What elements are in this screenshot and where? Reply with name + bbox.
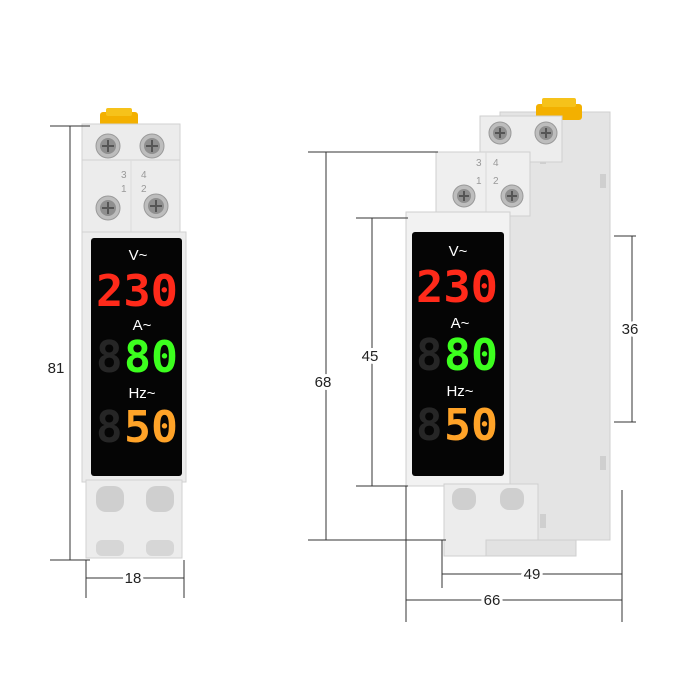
frequency-readout: 50	[124, 402, 178, 453]
terminal-number: 1	[121, 184, 127, 195]
terminal-number: 4	[141, 170, 147, 181]
unlit-digit: 8	[416, 400, 443, 451]
side-body-depth-label: 49	[524, 566, 541, 583]
voltage-readout: 230	[416, 262, 498, 313]
front-width-label: 18	[125, 570, 142, 587]
current-label: A~	[133, 317, 152, 334]
front-height-dimension	[50, 125, 90, 561]
current-readout: 80	[124, 332, 178, 383]
terminal-opening	[452, 488, 476, 510]
terminal-screw	[143, 193, 169, 219]
terminal-number: 3	[476, 158, 482, 169]
voltage-label: V~	[449, 243, 468, 260]
terminal-number: 2	[493, 176, 499, 187]
voltage-label: V~	[129, 247, 148, 264]
frequency-readout: 50	[444, 400, 498, 451]
terminal-screw	[139, 133, 165, 159]
side-display-height-label: 45	[362, 348, 379, 365]
terminal-opening	[96, 486, 124, 512]
side-display-height-dimension	[356, 217, 408, 487]
rail-notch	[600, 456, 606, 470]
din-clip-top	[106, 108, 132, 116]
terminal-screw	[95, 195, 121, 221]
upper-terminal-block	[435, 151, 531, 217]
terminal-screw	[488, 121, 512, 145]
current-readout: 80	[444, 330, 498, 381]
terminal-screw	[534, 121, 558, 145]
side-view-meter: 3 4 1 2 V~ 230 A~ 8 80 Hz~ 8 50	[405, 98, 611, 557]
din-clip-top	[542, 98, 576, 107]
side-panel-height-label: 36	[622, 321, 639, 338]
unlit-digit: 8	[96, 332, 123, 383]
terminal-number: 1	[476, 176, 482, 187]
terminal-number: 2	[141, 184, 147, 195]
terminal-screw	[452, 184, 476, 208]
side-panel-height-dimension	[614, 235, 636, 423]
terminal-screw	[95, 133, 121, 159]
unlit-digit: 8	[96, 402, 123, 453]
side-total-depth-dimension	[405, 486, 623, 622]
frequency-label: Hz~	[128, 385, 155, 402]
rail-notch	[600, 174, 606, 188]
terminal-opening	[500, 488, 524, 510]
frequency-label: Hz~	[446, 383, 473, 400]
display-screen	[412, 232, 504, 476]
terminal-number: 4	[493, 158, 499, 169]
terminal-opening	[146, 486, 174, 512]
lower-terminal-rear	[485, 539, 577, 557]
terminal-number: 3	[121, 170, 127, 181]
front-height-label: 81	[48, 360, 65, 377]
current-label: A~	[451, 315, 470, 332]
side-total-height-dimension	[308, 151, 446, 541]
side-body-depth-dimension	[441, 490, 623, 588]
side-total-depth-label: 66	[484, 592, 501, 609]
rail-notch	[540, 514, 546, 528]
terminal-opening	[146, 540, 174, 556]
voltage-readout: 230	[96, 266, 178, 317]
terminal-opening	[96, 540, 124, 556]
display-screen	[91, 238, 182, 476]
front-width-dimension	[85, 560, 185, 598]
front-view-meter: 3 4 1 2 V~ 230 A~ 8 80 Hz~ 8 50	[81, 108, 187, 559]
unlit-digit: 8	[416, 330, 443, 381]
terminal-screw	[500, 184, 524, 208]
side-total-height-label: 68	[315, 374, 332, 391]
